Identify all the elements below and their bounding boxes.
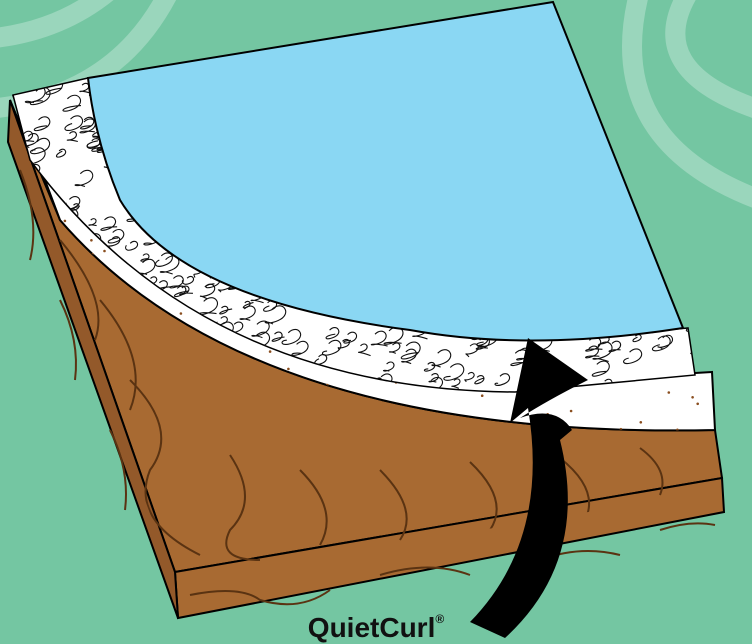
mesh-curl <box>673 80 685 91</box>
underlayment-dot <box>691 396 694 399</box>
mesh-curl <box>22 397 31 404</box>
mesh-curl <box>652 241 666 254</box>
underlayment-dot <box>74 414 77 417</box>
underlayment-dot <box>683 202 686 205</box>
mesh-curl <box>33 295 53 314</box>
underlayment-dot <box>73 398 76 401</box>
mesh-curl <box>9 328 28 345</box>
mesh-curl <box>47 291 57 299</box>
underlayment-dot <box>103 250 106 253</box>
product-label: QuietCurl® <box>0 612 752 644</box>
underlayment-dot <box>61 351 64 354</box>
registered-mark: ® <box>435 612 444 626</box>
mesh-curl <box>660 182 676 196</box>
underlayment-dot <box>64 220 67 223</box>
mesh-curl <box>81 382 89 389</box>
product-name: QuietCurl <box>308 612 436 643</box>
underlayment-dot <box>687 209 690 212</box>
mesh-curl <box>31 256 40 264</box>
mesh-curl <box>616 131 635 149</box>
underlayment-dot <box>25 356 28 359</box>
underlayment-dot <box>19 264 22 267</box>
mesh-curl <box>38 323 52 335</box>
mesh-curl <box>32 367 53 384</box>
underlayment-dot <box>696 403 699 406</box>
mesh-curl <box>675 246 688 258</box>
underlayment-dot <box>615 109 618 112</box>
underlayment-dot <box>39 290 42 293</box>
underlayment-dot <box>640 421 643 424</box>
mesh-curl <box>41 293 57 305</box>
mesh-curl <box>9 231 21 241</box>
underlayment-dot <box>74 398 77 401</box>
mesh-curl <box>684 104 697 115</box>
underlayment-dot <box>269 350 272 353</box>
underlayment-dot <box>81 436 84 439</box>
mesh-curl <box>48 350 67 367</box>
underlayment-dot <box>607 131 610 134</box>
underlayment-dot <box>670 177 673 180</box>
mesh-curl <box>14 338 29 353</box>
underlayment-dot <box>39 303 42 306</box>
mesh-curl <box>52 395 60 402</box>
underlayment-dot <box>700 287 703 290</box>
mesh-curl <box>684 211 702 226</box>
underlayment-dot <box>570 410 573 413</box>
mesh-curl <box>683 135 696 146</box>
underlayment-dot <box>690 274 693 277</box>
mesh-curl <box>627 175 646 192</box>
mesh-curl <box>691 343 703 354</box>
underlayment-dot <box>19 252 22 255</box>
mesh-curl <box>71 381 82 390</box>
underlayment-dot <box>692 306 695 309</box>
underlayment-dot <box>90 239 93 242</box>
mesh-curl <box>9 319 29 336</box>
underlayment-dot <box>481 394 484 397</box>
underlayment-dot <box>641 216 644 219</box>
underlayment-dot <box>24 221 27 224</box>
mesh-curl <box>37 321 50 330</box>
mesh-curl <box>38 261 52 273</box>
underlayment-dot <box>30 366 33 369</box>
mesh-curl <box>689 213 708 231</box>
underlayment-dot <box>668 391 671 394</box>
underlayment-dot <box>646 189 649 192</box>
mesh-curl <box>15 317 29 329</box>
mesh-curl <box>29 348 38 356</box>
mesh-curl <box>687 303 703 317</box>
underlayment-dot <box>684 99 687 102</box>
mesh-curl <box>671 111 685 126</box>
underlayment-dot <box>39 268 42 271</box>
underlayment-dot <box>287 368 290 371</box>
mesh-curl <box>680 256 691 265</box>
mesh-curl <box>686 315 705 331</box>
mesh-curl <box>26 282 44 298</box>
mesh-curl <box>57 335 68 343</box>
mesh-curl <box>78 387 95 401</box>
underlayment-dot <box>21 431 24 434</box>
underlayment-dot <box>180 312 183 315</box>
